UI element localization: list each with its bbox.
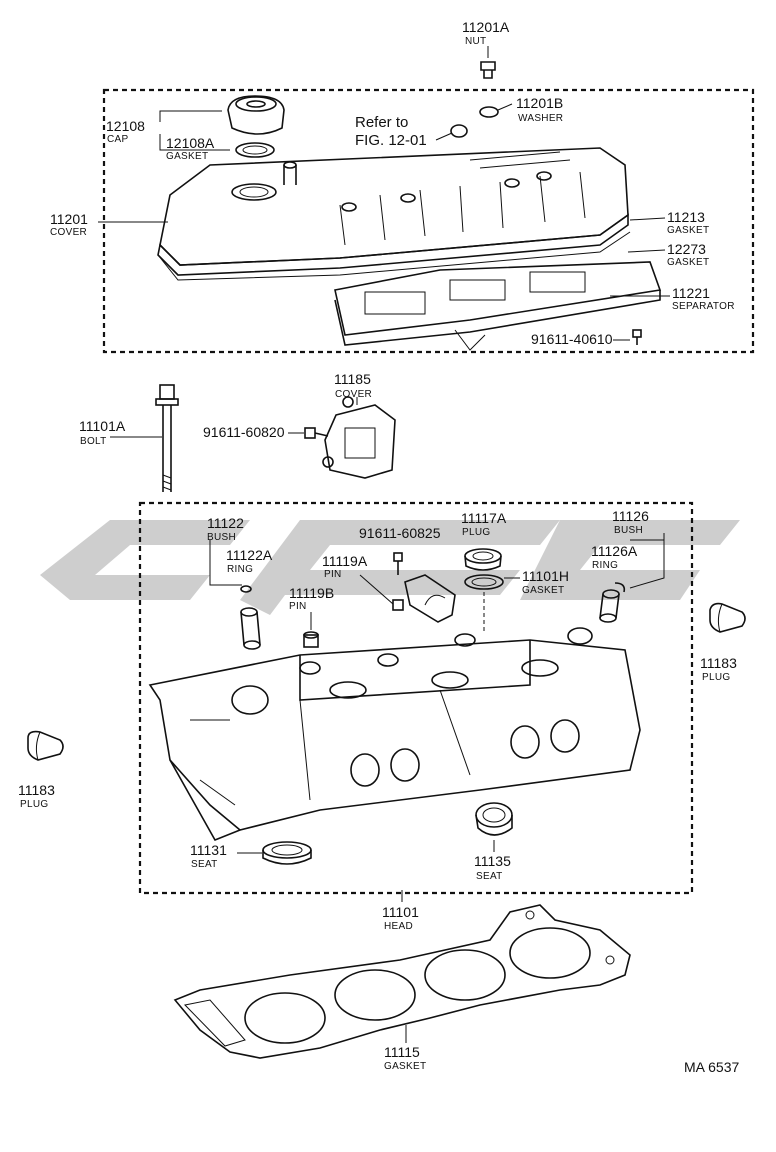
label-11101h-number: 11101H <box>522 568 569 584</box>
cylinder-head-frame <box>138 501 694 895</box>
label-12108a-number: 12108A <box>166 135 215 151</box>
label-12273-number: 12273 <box>667 241 706 257</box>
label-11201-number: 11201 <box>50 211 88 227</box>
plug-left-drawing <box>27 730 64 761</box>
refer-grommet-drawing <box>450 124 468 138</box>
label-11201-name: COVER <box>50 227 87 238</box>
label-11201b-name: WASHER <box>518 113 563 124</box>
label-91611-60825-number: 91611-60825 <box>359 525 441 541</box>
label-11183-left-number: 11183 <box>18 782 55 798</box>
watermark-logo <box>40 520 740 615</box>
valve-seat-11135-drawing <box>475 802 513 836</box>
label-11183-left-name: PLUG <box>20 799 48 810</box>
label-11115-name: GASKET <box>384 1061 426 1072</box>
label-11119a-name: PIN <box>324 569 342 580</box>
label-11201b-number: 11201B <box>516 95 563 111</box>
label-11126-number: 11126 <box>612 508 649 524</box>
nut-11201a-drawing <box>480 46 496 79</box>
refer-note-line1: Refer to <box>355 114 408 131</box>
oil-filler-cap-drawing <box>227 95 285 158</box>
label-11122a-number: 11122A <box>226 547 273 563</box>
label-11201a-number: 11201A <box>462 19 510 35</box>
label-11119b-name: PIN <box>289 601 307 612</box>
label-11185-number: 11185 <box>334 371 371 387</box>
cylinder-head-drawing <box>148 627 641 842</box>
label-11135-name: SEAT <box>476 871 503 882</box>
bolt-91611-60820-drawing <box>304 427 329 439</box>
label-12273-name: GASKET <box>667 257 709 268</box>
label-91611-40610-number: 91611-40610 <box>531 331 613 347</box>
label-11122-name: BUSH <box>207 532 236 543</box>
label-11101a-number: 11101A <box>79 418 126 434</box>
bolt-91611-60825-drawing <box>393 552 403 575</box>
head-bolt-drawing <box>155 384 179 492</box>
label-11122-number: 11122 <box>207 515 244 531</box>
valve-cover-drawing <box>157 147 631 281</box>
label-12108a-name: GASKET <box>166 151 208 162</box>
label-11101h-name: GASKET <box>522 585 564 596</box>
figure-code: MA 6537 <box>684 1059 739 1075</box>
label-11183-right-number: 11183 <box>700 655 737 671</box>
pin-11119b-drawing <box>303 631 319 648</box>
valve-guide-bush-right-drawing <box>599 582 626 623</box>
bearing-cap-drawing <box>392 574 456 623</box>
label-11101a-name: BOLT <box>80 436 107 447</box>
label-11131-number: 11131 <box>190 842 227 858</box>
label-11213-name: GASKET <box>667 225 709 236</box>
label-12108-name: CAP <box>107 134 128 145</box>
label-11185-name: COVER <box>335 389 372 400</box>
label-11213-number: 11213 <box>667 209 705 225</box>
valve-cover-frame <box>102 88 755 354</box>
head-gasket-drawing <box>173 904 631 1059</box>
label-11117a-name: PLUG <box>462 527 490 538</box>
housing-cover-drawing <box>322 396 396 479</box>
label-12108-number: 12108 <box>106 118 145 134</box>
valve-seat-11131-drawing <box>262 841 312 865</box>
washer-11201b-drawing <box>479 106 499 118</box>
label-11101-name: HEAD <box>384 921 413 932</box>
label-11126a-number: 11126A <box>591 543 638 559</box>
label-11122a-name: RING <box>227 564 253 575</box>
label-11183-right-name: PLUG <box>702 672 730 683</box>
label-11221-name: SEPARATOR <box>672 301 735 312</box>
valve-guide-bush-left-drawing <box>240 585 261 650</box>
label-11126a-name: RING <box>592 560 618 571</box>
separator-drawing <box>334 261 662 351</box>
plug-right-drawing <box>709 602 746 633</box>
label-91611-60820-number: 91611-60820 <box>203 424 285 440</box>
label-11221-number: 11221 <box>672 285 710 301</box>
label-11119a-number: 11119A <box>322 553 368 569</box>
bolt-91611-40610-drawing <box>632 329 642 345</box>
label-11119b-number: 11119B <box>289 585 334 601</box>
plug-gasket-drawing <box>464 548 504 632</box>
refer-note-line2: FIG. 12-01 <box>355 132 427 149</box>
label-11117a-number: 11117A <box>461 510 507 526</box>
label-11115-number: 11115 <box>384 1044 420 1060</box>
label-11101-number: 11101 <box>382 904 419 920</box>
label-11201a-name: NUT <box>465 36 486 47</box>
label-11131-name: SEAT <box>191 859 218 870</box>
label-11126-name: BUSH <box>614 525 643 536</box>
label-11135-number: 11135 <box>474 853 511 869</box>
